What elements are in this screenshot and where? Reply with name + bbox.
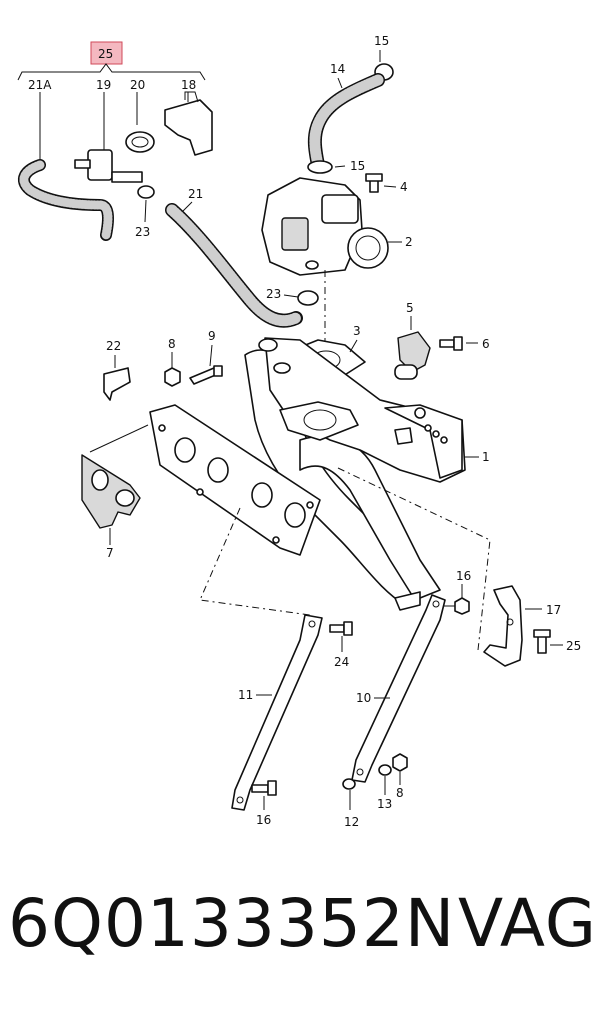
label-3: 3 bbox=[353, 324, 361, 338]
label-19: 19 bbox=[96, 78, 111, 92]
label-21: 21 bbox=[188, 187, 203, 201]
gasket-7: 7 bbox=[81, 424, 149, 560]
label-23-left: 23 bbox=[135, 225, 150, 239]
label-17: 17 bbox=[546, 603, 561, 617]
label-9: 9 bbox=[208, 329, 216, 343]
bolt-6 bbox=[439, 339, 455, 348]
label-8-top: 8 bbox=[168, 337, 176, 351]
clip-22 bbox=[103, 367, 131, 401]
label-5: 5 bbox=[406, 301, 414, 315]
part-number-caption: 6Q0133352NVAG bbox=[8, 885, 598, 995]
label-24: 24 bbox=[334, 655, 349, 669]
label-22: 22 bbox=[106, 339, 121, 353]
label-1: 1 bbox=[482, 450, 490, 464]
label-16-bottom: 16 bbox=[256, 813, 271, 827]
washer-13 bbox=[378, 764, 392, 776]
intake-manifold-1: 1 bbox=[149, 337, 491, 651]
bolt-24 bbox=[329, 624, 345, 633]
valve-19 bbox=[87, 149, 113, 181]
label-16-right: 16 bbox=[456, 569, 471, 583]
label-11: 11 bbox=[238, 688, 253, 702]
label-8-bottom: 8 bbox=[396, 786, 404, 800]
throttle-body-2: 2 4 23 bbox=[261, 173, 413, 345]
sensor-5: 5 6 bbox=[394, 301, 490, 380]
support-10: 10 12 13 8 bbox=[342, 594, 446, 829]
label-14: 14 bbox=[330, 62, 345, 76]
label-6: 6 bbox=[482, 337, 490, 351]
clamp-23-right bbox=[297, 290, 319, 306]
fasteners-22-8-9: 22 8 9 bbox=[103, 329, 223, 401]
brand-name: VAG bbox=[458, 885, 598, 962]
label-20: 20 bbox=[130, 78, 145, 92]
label-25-right: 25 bbox=[566, 639, 581, 653]
bolt-16-right bbox=[454, 597, 470, 615]
part-number: 6Q0133352N bbox=[8, 885, 456, 962]
label-18: 18 bbox=[181, 78, 196, 92]
label-4: 4 bbox=[400, 180, 408, 194]
label-13: 13 bbox=[377, 797, 392, 811]
label-2: 2 bbox=[405, 235, 413, 249]
label-21A: 21A bbox=[28, 78, 52, 92]
label-25-top: 25 bbox=[98, 47, 113, 61]
washer-12 bbox=[342, 778, 356, 790]
clamp-15-mid bbox=[307, 160, 333, 174]
label-10: 10 bbox=[356, 691, 371, 705]
bracket-17: 16 17 25 bbox=[440, 569, 581, 667]
label-15-mid: 15 bbox=[350, 159, 365, 173]
label-15-top: 15 bbox=[374, 34, 389, 48]
label-23-right: 23 bbox=[266, 287, 281, 301]
support-11: 11 24 16 bbox=[231, 614, 353, 827]
intake-manifold-diagram: 25 21A 19 20 18 23 21 15 bbox=[17, 34, 581, 829]
hose-21: 21 bbox=[165, 187, 303, 328]
bolt-16-bottom bbox=[251, 784, 269, 793]
nut-8-top bbox=[164, 367, 181, 387]
label-7: 7 bbox=[106, 546, 114, 560]
hose-group-25: 25 21A 19 20 18 23 bbox=[17, 41, 213, 241]
label-12: 12 bbox=[344, 815, 359, 829]
clamp-20 bbox=[125, 131, 155, 153]
bracket-18 bbox=[164, 99, 213, 156]
hose-14: 15 14 15 bbox=[307, 34, 394, 174]
nut-8-bottom bbox=[392, 753, 408, 772]
clamp-23-left bbox=[137, 185, 155, 199]
